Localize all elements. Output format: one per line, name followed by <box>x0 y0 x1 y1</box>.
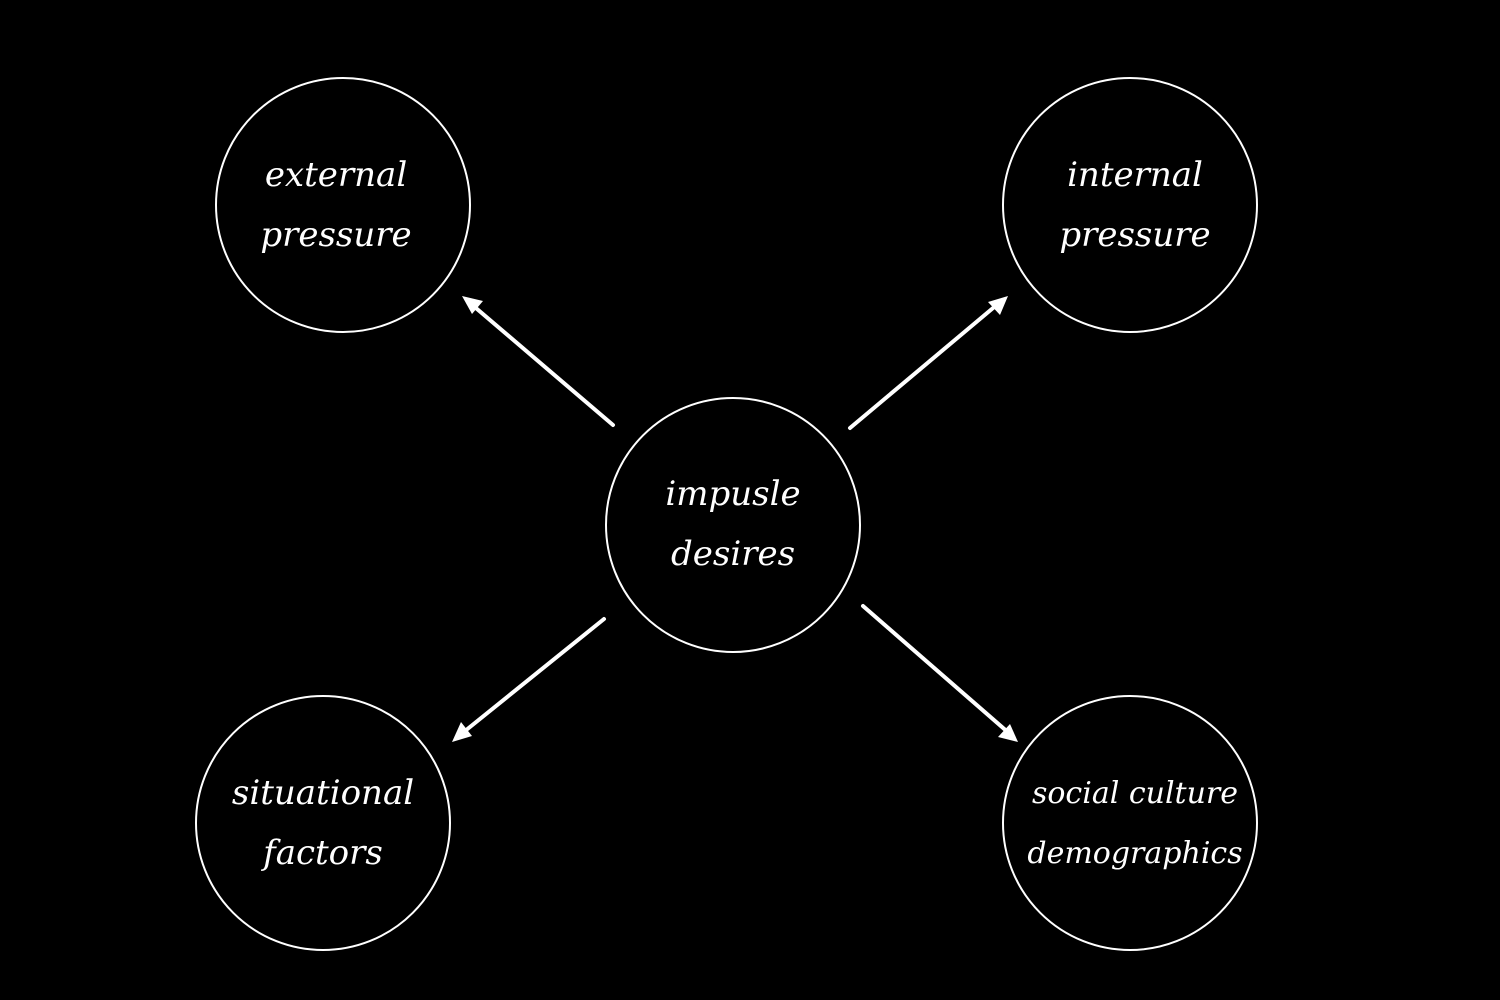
node-bottom-right-line-1: social culture <box>1032 776 1238 811</box>
arrow-center-to-top-right <box>848 296 1008 430</box>
node-bottom-right-line-2: demographics <box>1027 836 1242 871</box>
arrow-center-to-bottom-right <box>861 604 1018 742</box>
node-top-right: internal pressure <box>1002 77 1258 333</box>
node-bottom-left-line-2: factors <box>260 833 383 873</box>
node-center: impusle desires <box>605 397 861 653</box>
node-center-line-2: desires <box>671 534 795 574</box>
node-bottom-left: situational factors <box>195 695 451 951</box>
node-bottom-right: social culture demographics <box>1002 695 1258 951</box>
node-top-left: external pressure <box>215 77 471 333</box>
node-top-right-circle <box>1002 77 1258 333</box>
node-bottom-right-circle <box>1002 695 1258 951</box>
arrow-center-to-top-left <box>462 296 615 427</box>
node-top-left-circle <box>215 77 471 333</box>
node-center-line-1: impusle <box>665 474 800 514</box>
node-bottom-left-line-1: situational <box>232 773 414 813</box>
node-top-left-line-2: pressure <box>260 215 411 255</box>
node-top-left-line-1: external <box>265 155 407 195</box>
arrows <box>452 296 1018 742</box>
arrow-center-to-bottom-left <box>452 617 606 742</box>
node-center-circle <box>605 397 861 653</box>
node-top-right-line-1: internal <box>1067 155 1203 195</box>
node-top-right-line-2: pressure <box>1059 215 1210 255</box>
node-bottom-left-circle <box>195 695 451 951</box>
